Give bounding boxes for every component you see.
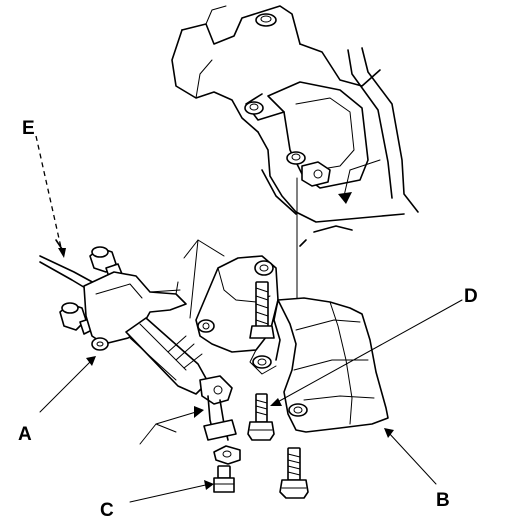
- bolt-d: [247, 393, 275, 441]
- label-c: C: [100, 500, 114, 521]
- leader-e: [35, 135, 63, 253]
- leader-d-arrowhead: [270, 398, 282, 406]
- leader-b-arrowhead: [384, 428, 394, 438]
- bolt-lower: [279, 447, 309, 499]
- leader-c: [129, 483, 211, 503]
- callout-leaders: [35, 135, 463, 503]
- label-d: D: [464, 286, 478, 307]
- label-e: E: [22, 118, 35, 139]
- bracket-bolt: [249, 281, 275, 339]
- label-a: A: [18, 424, 32, 445]
- leader-b: [387, 431, 437, 485]
- leader-a-arrowhead: [86, 356, 96, 366]
- heat-shield-cover: [273, 297, 389, 433]
- leader-c-arrowhead: [204, 480, 214, 490]
- vehicle-frame-section: [171, 5, 419, 247]
- cylinder-assembly: [39, 239, 237, 441]
- bolt-c: [213, 465, 235, 493]
- view-arrows: [139, 239, 225, 445]
- label-b: B: [436, 490, 450, 511]
- leader-d: [273, 299, 463, 405]
- leader-a: [39, 361, 91, 413]
- washer-nut: [213, 445, 241, 465]
- leader-e-arrowhead: [58, 248, 66, 258]
